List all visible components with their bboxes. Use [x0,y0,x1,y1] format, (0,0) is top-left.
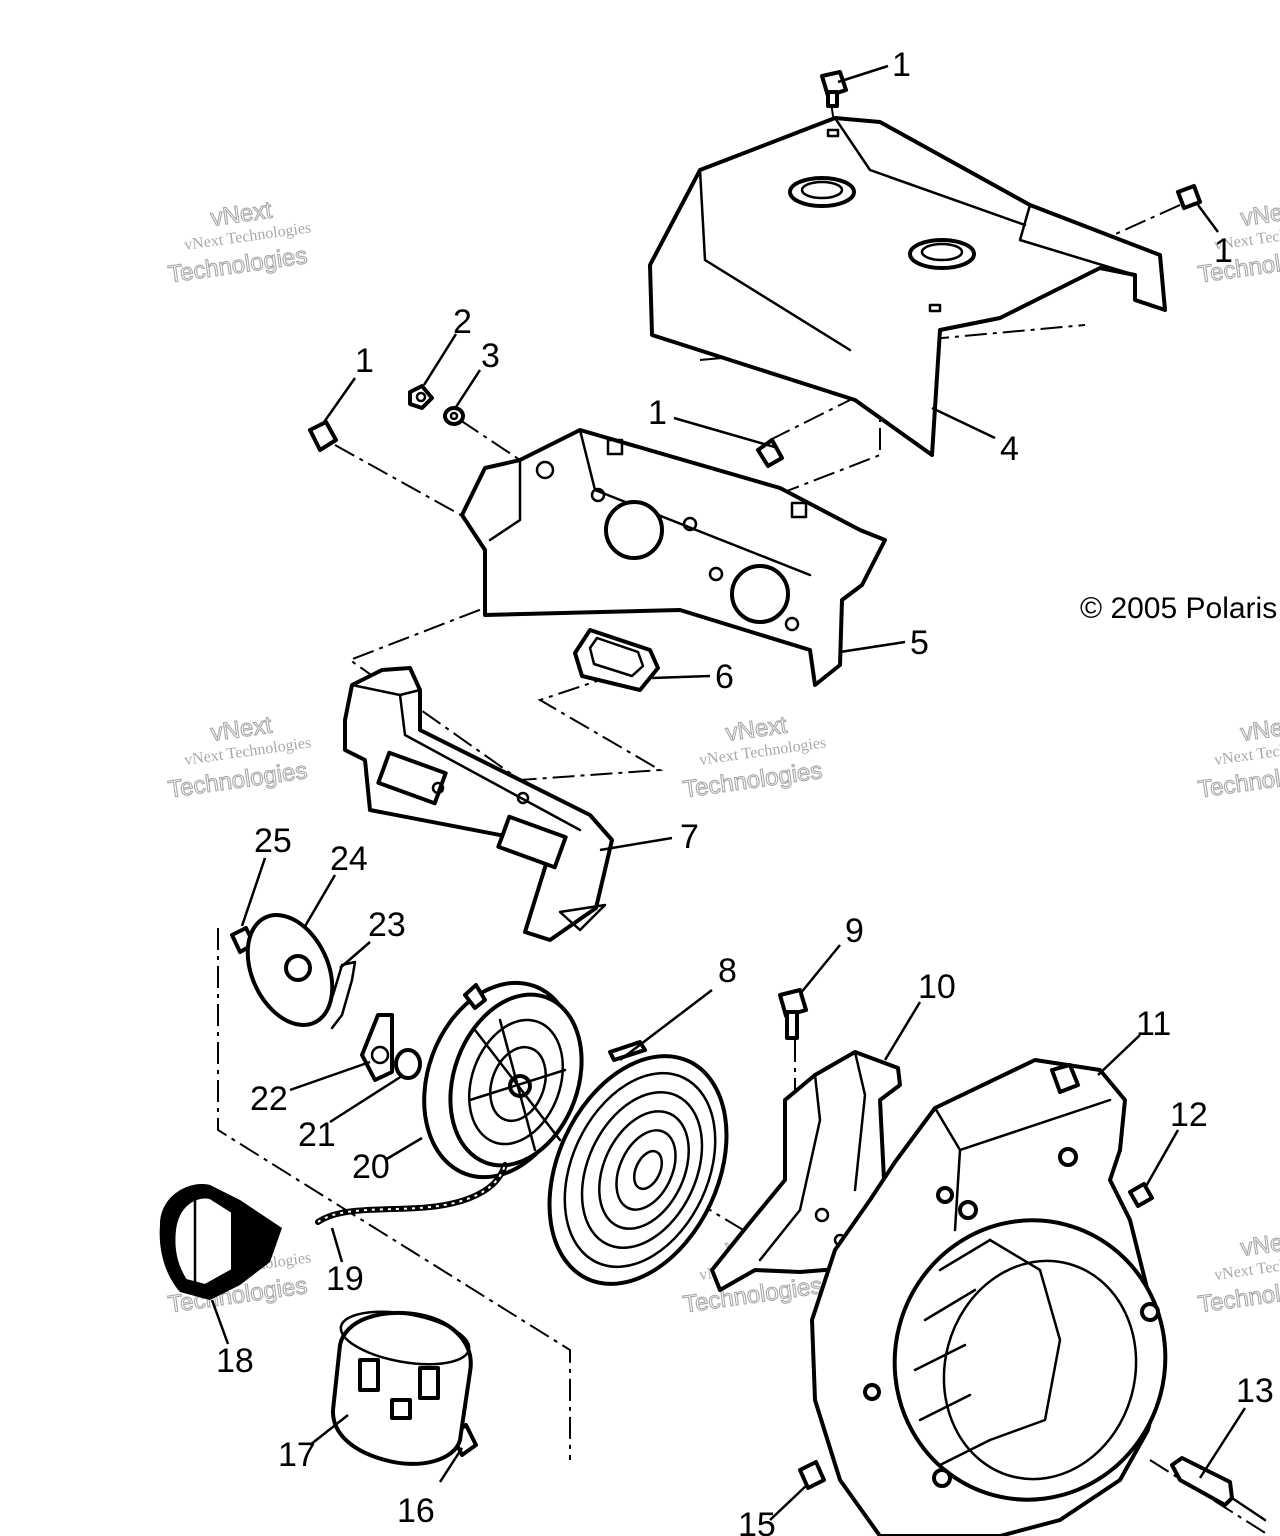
callout-16: 16 [397,1492,435,1530]
callout-25: 25 [254,822,292,860]
hardware [308,70,1202,1490]
leader-lines [210,64,1247,1521]
callout-5: 5 [910,624,929,662]
watermark-brand: vNext [1239,1227,1280,1262]
part-19-rope [315,1162,508,1225]
bolt-1-center [756,438,784,468]
part-8-recoil-spring [547,1040,729,1286]
part-5-bracket [460,428,887,687]
bolt-1-left [308,420,338,452]
nut-12 [1128,1182,1154,1208]
bracket-window [376,750,448,806]
callout-20: 20 [352,1148,390,1186]
callout-19: 19 [326,1260,364,1298]
callout-7: 7 [680,818,699,856]
callout-8: 8 [718,952,737,990]
callout-18: 18 [216,1342,254,1380]
watermark: vNext vNext Technologies Technologies [166,196,312,289]
part-20-pulley [422,980,584,1180]
watermark: vNext vNext Technologies Technologies [1196,196,1280,289]
callout-10: 10 [918,968,956,1006]
part-7-lower-bracket [343,666,614,942]
part-24-plate [245,913,335,1027]
callout-21: 21 [298,1116,336,1154]
part-18-handle [159,1184,282,1300]
part-17-cup [330,1310,473,1466]
part-23-clip [330,960,357,1030]
callout-9: 9 [845,912,864,950]
callout-24: 24 [330,840,368,878]
callout-1: 1 [892,46,911,84]
callout-labels: 1 1 1 1 2 3 4 5 6 7 8 9 10 11 12 13 15 1… [216,46,1274,1536]
callout-23: 23 [368,906,406,944]
watermark: vNext vNext Technologies Technologies [1196,1226,1280,1319]
nut-2 [408,384,434,410]
callout-4: 4 [1000,430,1019,468]
copyright-notice: © 2005 Polaris [1080,592,1277,625]
part-4-top-cover [648,116,1167,457]
bolt-15 [798,1460,826,1490]
part-11-starter-housing [810,1058,1168,1536]
callout-6: 6 [715,658,734,696]
part-13-small-bracket [1170,1456,1267,1522]
callout-17: 17 [278,1436,316,1474]
bolt-1-right [1176,184,1202,210]
callout-1: 1 [1214,232,1233,270]
callout-2: 2 [453,303,472,341]
watermark: vNext vNext Technologies Technologies [166,711,312,804]
callout-11: 11 [1136,1005,1171,1043]
bracket-hole [730,564,790,624]
watermark-brand: vNext [1239,712,1280,747]
callout-13: 13 [1236,1372,1274,1410]
washer-3 [443,406,465,426]
bracket-hole [604,500,664,560]
bracket-window [496,814,568,870]
callout-12: 12 [1170,1096,1208,1134]
callout-22: 22 [250,1080,288,1118]
callout-1: 1 [648,394,667,432]
watermark: vNext vNext Technologies Technologies [1196,711,1280,804]
bolt-1-top [820,70,848,108]
callout-1: 1 [355,342,374,380]
bolt-9 [778,988,808,1040]
part-21-bushing [394,1048,422,1080]
watermark-brand: vNext [1239,197,1280,232]
watermark: vNext vNext Technologies Technologies [681,711,827,804]
callout-15: 15 [738,1506,776,1536]
part-22-ratchet [360,1013,394,1082]
part-6-gasket [573,628,660,692]
callout-3: 3 [481,337,500,375]
